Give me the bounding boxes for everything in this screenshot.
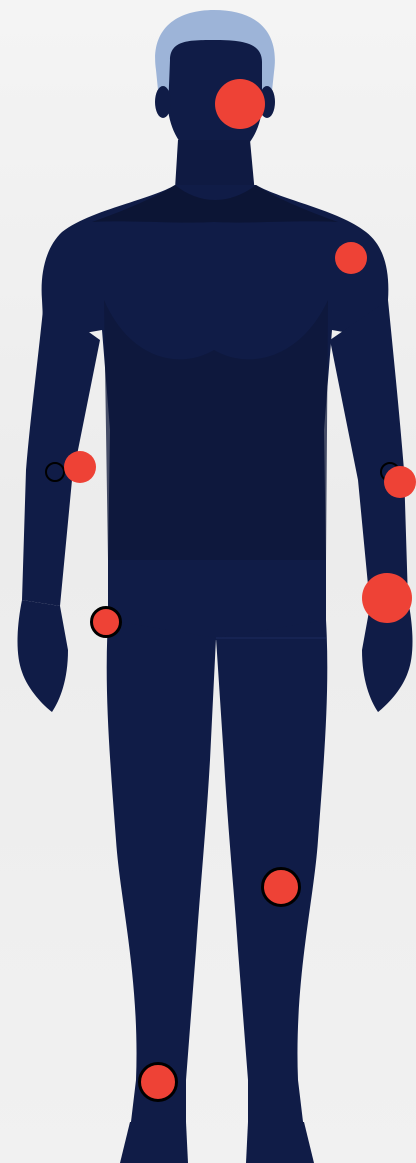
right-wrist-marker[interactable] xyxy=(90,606,122,638)
left-wrist-marker[interactable] xyxy=(362,573,412,623)
left-elbow-marker[interactable] xyxy=(384,466,416,498)
foot-right xyxy=(246,1122,314,1163)
right-elbow-marker[interactable] xyxy=(64,451,96,483)
hand-left xyxy=(18,600,69,712)
leg-left xyxy=(107,620,216,1130)
head-marker[interactable] xyxy=(215,79,265,129)
left-knee-marker[interactable] xyxy=(261,867,301,907)
left-shoulder-marker[interactable] xyxy=(335,242,367,274)
right-ankle-marker[interactable] xyxy=(138,1062,178,1102)
arm-right xyxy=(330,300,408,606)
right-elbow-ring[interactable] xyxy=(45,462,65,482)
foot-left xyxy=(120,1122,188,1163)
